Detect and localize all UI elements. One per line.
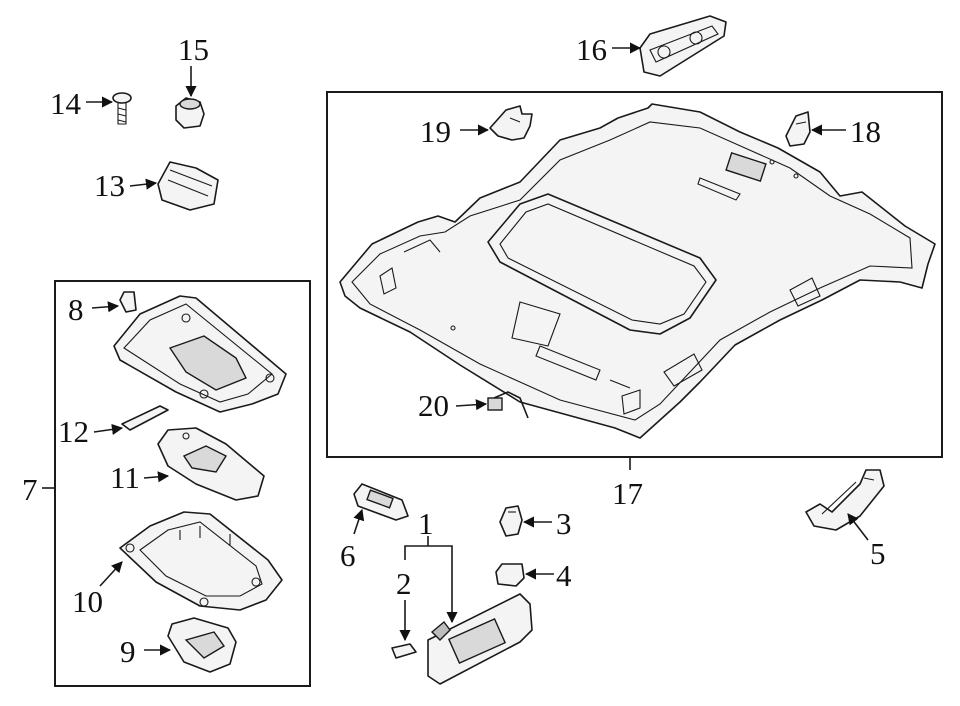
callout-16: 16	[576, 32, 607, 67]
callout-8: 8	[68, 292, 84, 327]
part-2-cap	[391, 643, 417, 659]
part-13-module	[157, 161, 219, 211]
part-10-frame	[119, 511, 283, 611]
callout-3: 3	[556, 506, 572, 541]
leader-8	[91, 301, 120, 313]
part-9-switch	[167, 617, 237, 673]
part-1-sun-visor	[427, 593, 533, 685]
callout-labels: 16 15 14 13 19 18 20 8 12 11 10 9 7 17 6…	[22, 32, 886, 669]
headliner-group-box	[326, 91, 943, 458]
callout-1: 1	[418, 506, 434, 541]
part-18-clip	[785, 111, 811, 147]
callout-4: 4	[556, 558, 572, 593]
part-16-bracket	[639, 15, 727, 77]
leader-20	[455, 399, 488, 411]
part-11-cover	[157, 427, 265, 501]
callout-6: 6	[340, 538, 356, 573]
callout-20: 20	[418, 388, 449, 423]
callout-11: 11	[110, 460, 140, 495]
part-19-clip	[489, 105, 533, 141]
callout-18: 18	[850, 114, 881, 149]
leader-5	[847, 513, 869, 541]
callout-19: 19	[420, 114, 451, 149]
leader-11	[143, 471, 170, 483]
leader-1	[404, 536, 452, 622]
part-4-cap	[495, 563, 525, 587]
part-7-housing	[113, 295, 287, 413]
callout-14: 14	[50, 86, 82, 121]
part-6-lamp	[353, 483, 409, 521]
headliner-part	[339, 103, 936, 439]
part-12-lens	[121, 405, 169, 431]
part-3-clip	[499, 505, 523, 537]
callout-10: 10	[72, 584, 103, 619]
leader-lines	[42, 42, 869, 656]
callout-13: 13	[94, 168, 125, 203]
callout-12: 12	[58, 414, 89, 449]
part-5-grab-handle	[805, 469, 885, 531]
leader-10	[99, 561, 123, 587]
callout-17: 17	[612, 476, 643, 511]
console-group-box	[54, 280, 311, 687]
leader-6	[353, 508, 365, 535]
part-15-nut	[175, 97, 205, 129]
leader-13	[129, 178, 158, 190]
callout-2: 2	[396, 566, 412, 601]
callout-9: 9	[120, 634, 136, 669]
callout-5: 5	[870, 536, 886, 571]
part-20-wire	[487, 391, 529, 419]
part-8-clip	[119, 291, 137, 313]
callout-15: 15	[178, 32, 209, 67]
callout-7: 7	[22, 472, 38, 507]
leader-12	[93, 423, 124, 435]
part-14-screw	[112, 92, 132, 125]
